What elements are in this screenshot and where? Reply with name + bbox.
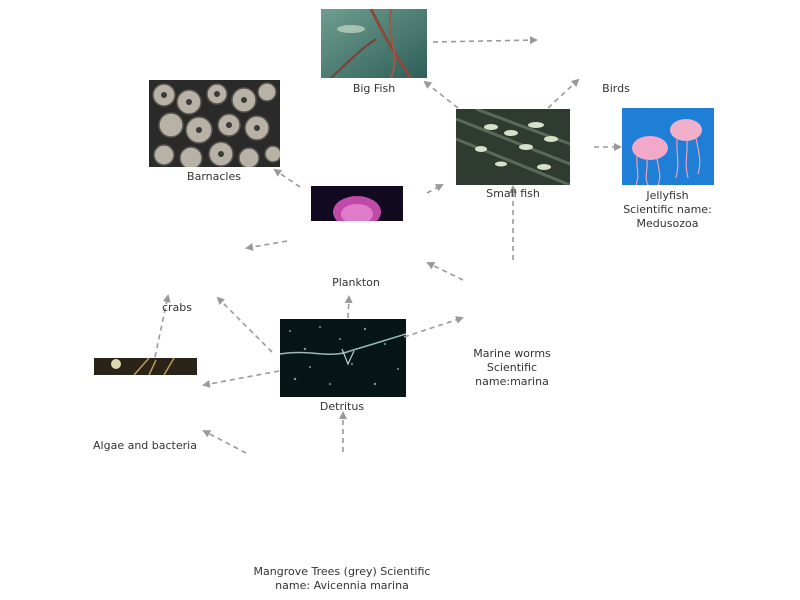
arrow-detritus-plankton <box>344 295 353 319</box>
plankton-image <box>311 186 403 221</box>
arrow-detritus-worms <box>403 316 464 338</box>
label-marine-worms-line3: name:marina <box>475 375 549 388</box>
arrow-bigfish-out <box>432 36 538 45</box>
label-mangrove-line2: name: Avicennia marina <box>275 579 409 592</box>
arrow-plankton-smallfish <box>426 184 444 194</box>
label-marine-worms-line1: Marine worms <box>473 347 551 360</box>
arrow-detritus-left <box>202 370 280 388</box>
label-crabs: crabs <box>161 301 193 314</box>
big-fish-image <box>321 9 427 78</box>
label-mangrove-line1: Mangrove Trees (grey) Scientific <box>253 565 431 578</box>
label-barnacles: Barnacles <box>187 170 241 183</box>
label-algae-bacteria: Algae and bacteria <box>93 439 197 452</box>
label-marine-worms-line2: Scientific <box>486 361 538 374</box>
barnacles-image <box>149 80 280 167</box>
arrow-smallfish-birds <box>547 78 580 109</box>
arrow-algae <box>202 430 247 454</box>
arrow-plankton-barnacles <box>273 168 301 188</box>
small-fish-image <box>456 109 570 185</box>
arrow-smallfish-bigfish <box>423 80 459 109</box>
label-small-fish: Small fish <box>486 187 540 200</box>
label-jellyfish-line3: Medusozoa <box>636 217 699 230</box>
label-plankton: Plankton <box>332 276 380 289</box>
arrow-detritus-crabs-area <box>216 296 273 353</box>
label-marine-worms: Marine worms Scientific name:marina <box>462 347 562 389</box>
detritus-image <box>280 319 406 397</box>
arrow-plankton-left <box>245 240 288 251</box>
label-jellyfish-line2: Scientific name: <box>623 203 712 216</box>
label-mangrove-trees: Mangrove Trees (grey) Scientific name: A… <box>232 565 452 593</box>
label-birds: Birds <box>602 82 630 95</box>
arrow-worms-plankton <box>426 262 464 281</box>
crabs-image <box>94 358 197 375</box>
label-jellyfish-line1: Jellyfish <box>646 189 689 202</box>
label-big-fish: Big Fish <box>352 82 396 95</box>
label-jellyfish: Jellyfish Scientific name: Medusozoa <box>610 189 725 231</box>
jellyfish-image <box>622 108 714 185</box>
label-detritus: Detritus <box>319 400 365 413</box>
